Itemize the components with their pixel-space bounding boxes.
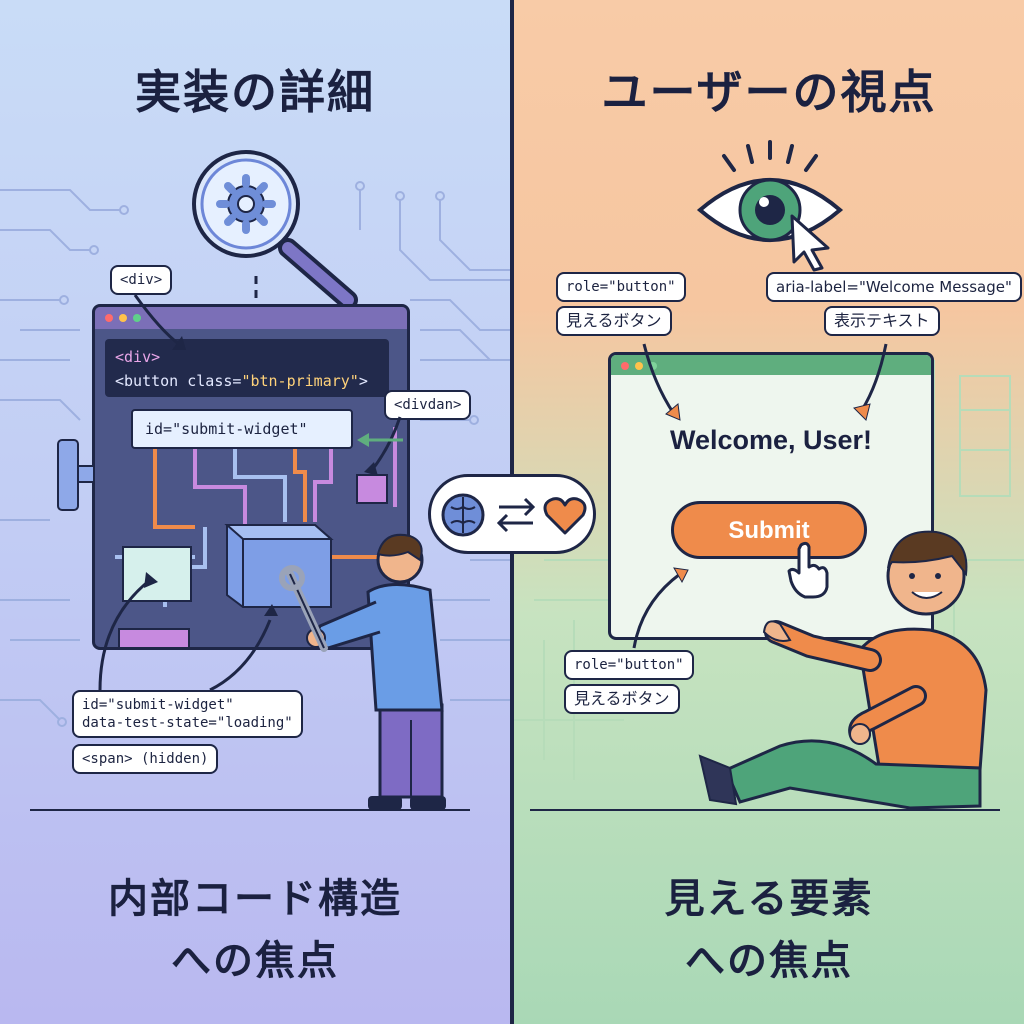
right-title: ユーザーの視点 bbox=[601, 65, 937, 119]
magnifier-gear-icon bbox=[192, 150, 358, 310]
component-wiring bbox=[115, 427, 397, 647]
left-title: 実装の詳細 bbox=[135, 65, 375, 119]
hand-pointer-icon bbox=[787, 541, 829, 599]
code-button-attr: "btn-primary" bbox=[241, 372, 359, 390]
eye-icon bbox=[696, 140, 844, 242]
bridge-bubble bbox=[428, 474, 596, 554]
aria-label-tag: aria-label="Welcome Message" bbox=[766, 272, 1022, 302]
role-button-tag-top: role="button" bbox=[556, 272, 686, 302]
browser-window: Welcome, User! Submit bbox=[608, 352, 934, 640]
left-caption: 内部コード構造 への焦点 bbox=[0, 868, 510, 992]
close-dot-icon bbox=[105, 314, 113, 322]
role-button-tag-bottom: role="button" bbox=[564, 650, 694, 680]
code-button-line: <button class="btn-primary"> bbox=[115, 369, 379, 393]
divdan-tag-arrow bbox=[364, 416, 402, 476]
tag-pointer-arrows bbox=[642, 343, 888, 421]
minimize-dot-icon bbox=[119, 314, 127, 322]
span-hidden-tag: <span> (hidden) bbox=[72, 744, 219, 774]
code-div-line: <div> bbox=[115, 348, 161, 366]
submit-widget-state-line1: id="submit-widget" bbox=[82, 697, 234, 713]
bridge-icons bbox=[441, 493, 587, 537]
bottom-tag-arrow bbox=[632, 567, 689, 649]
submit-widget-state-tag: id="submit-widget" data-test-state="load… bbox=[72, 690, 303, 738]
left-caption-line1: 内部コード構造 bbox=[108, 876, 402, 922]
visible-button-tag-top: 見えるボタン bbox=[556, 306, 672, 336]
left-caption-line2: への焦点 bbox=[171, 938, 339, 984]
submit-button[interactable]: Submit bbox=[671, 501, 867, 559]
engineer-figure bbox=[30, 533, 470, 811]
heart-icon bbox=[543, 497, 587, 535]
maximize-dot-icon bbox=[649, 362, 657, 370]
swap-arrows-icon bbox=[496, 497, 536, 533]
brain-icon bbox=[441, 493, 485, 537]
code-snippet: <div> <button class="btn-primary"> bbox=[105, 339, 389, 397]
right-panel: ユーザーの視点 role="button" 見えるボタン aria-label=… bbox=[514, 0, 1024, 1024]
right-caption-line2: への焦点 bbox=[685, 938, 853, 984]
left-panel: 実装の詳細 <div> <button class="btn-primary" bbox=[0, 0, 510, 1024]
welcome-message: Welcome, User! bbox=[669, 425, 873, 455]
circuit-background bbox=[0, 181, 510, 727]
divdan-tag-label: <divdan> bbox=[384, 390, 472, 420]
maximize-dot-icon bbox=[133, 314, 141, 322]
submit-widget-id-box: id="submit-widget" bbox=[131, 409, 353, 449]
state-tag-arrows bbox=[98, 572, 278, 692]
div-tag-arrow bbox=[133, 294, 186, 350]
close-dot-icon bbox=[621, 362, 629, 370]
right-caption: 見える要素 への焦点 bbox=[514, 868, 1024, 992]
code-window-titlebar bbox=[95, 307, 407, 329]
right-caption-line1: 見える要素 bbox=[664, 876, 874, 922]
cursor-arrow-icon bbox=[790, 214, 830, 272]
code-button-prefix: <button class= bbox=[115, 372, 242, 390]
browser-titlebar bbox=[611, 355, 931, 375]
user-figure bbox=[530, 530, 1000, 811]
code-button-suffix: > bbox=[358, 372, 368, 390]
visible-button-tag-bottom: 見えるボタン bbox=[564, 684, 680, 714]
submit-widget-state-line2: data-test-state="loading" bbox=[82, 715, 293, 731]
code-editor-window: <div> <button class="btn-primary"> id="s… bbox=[92, 304, 410, 650]
minimize-dot-icon bbox=[635, 362, 643, 370]
div-tag-label: <div> bbox=[110, 265, 173, 295]
display-text-tag: 表示テキスト bbox=[824, 306, 940, 336]
side-connector bbox=[57, 439, 95, 511]
green-pointer-arrow bbox=[357, 433, 403, 447]
